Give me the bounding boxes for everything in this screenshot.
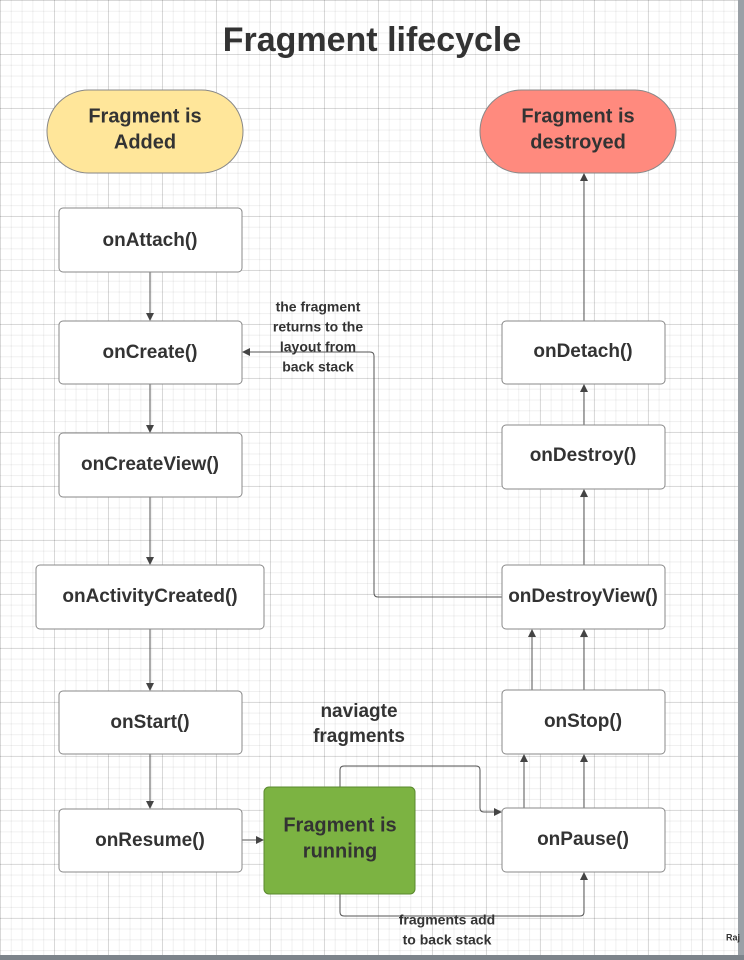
canvas-bottom-border	[0, 955, 744, 960]
node-label: Added	[114, 131, 176, 153]
node-label: destroyed	[530, 131, 626, 153]
svg-text:to back stack: to back stack	[403, 932, 492, 948]
svg-text:naviagte: naviagte	[320, 701, 397, 722]
svg-text:onStart(): onStart()	[110, 712, 189, 733]
edge-running-pause-backstack	[339, 872, 588, 917]
node-onattach: onAttach()	[58, 207, 243, 273]
svg-text:back stack: back stack	[282, 359, 354, 375]
svg-text:onDetach(): onDetach()	[533, 341, 632, 362]
label-add-back-stack: fragments add to back stack	[399, 912, 495, 948]
edges	[146, 173, 588, 917]
diagram-title: Fragment lifecycle	[223, 21, 522, 59]
node-label: Fragment is	[283, 814, 396, 836]
svg-text:fragments add: fragments add	[399, 912, 495, 928]
node-label: Fragment is	[521, 105, 634, 127]
node-onresume: onResume()	[58, 808, 243, 873]
node-fragment-added: Fragment is Added	[46, 89, 244, 174]
svg-text:onPause(): onPause()	[537, 829, 629, 850]
edge-destroyview-create	[242, 348, 502, 598]
svg-text:returns to the: returns to the	[273, 319, 363, 335]
node-onstart: onStart()	[58, 690, 243, 755]
node-onactivitycreated: onActivityCreated()	[35, 564, 265, 630]
svg-text:onDestroyView(): onDestroyView()	[508, 586, 658, 607]
canvas-right-border	[738, 0, 744, 960]
node-oncreateview: onCreateView()	[58, 432, 243, 498]
svg-text:onAttach(): onAttach()	[103, 230, 198, 251]
svg-text:onResume(): onResume()	[95, 830, 205, 851]
node-onpause: onPause()	[501, 807, 666, 873]
edge-running-pause-navigate	[339, 765, 502, 816]
svg-text:onStop(): onStop()	[544, 711, 622, 732]
label-back-stack-return: the fragment returns to the layout from …	[273, 299, 363, 375]
label-navigate-fragments: naviagte fragments	[313, 701, 405, 747]
svg-text:onCreateView(): onCreateView()	[81, 454, 219, 475]
node-label: running	[303, 840, 377, 862]
svg-text:layout from: layout from	[280, 339, 356, 355]
node-oncreate: onCreate()	[58, 320, 243, 385]
node-ondetach: onDetach()	[501, 320, 666, 385]
svg-text:fragments: fragments	[313, 726, 405, 747]
node-ondestroy: onDestroy()	[501, 424, 666, 490]
node-ondestroyview: onDestroyView()	[501, 564, 666, 630]
node-label: Fragment is	[88, 105, 201, 127]
svg-text:onActivityCreated(): onActivityCreated()	[62, 586, 237, 607]
svg-text:onDestroy(): onDestroy()	[530, 445, 637, 466]
node-fragment-destroyed: Fragment is destroyed	[479, 89, 677, 174]
author-label: Raj	[726, 932, 740, 942]
node-fragment-running: Fragment is running	[263, 786, 416, 895]
node-onstop: onStop()	[501, 689, 666, 755]
svg-text:onCreate(): onCreate()	[102, 342, 197, 363]
svg-text:the fragment: the fragment	[276, 299, 361, 315]
